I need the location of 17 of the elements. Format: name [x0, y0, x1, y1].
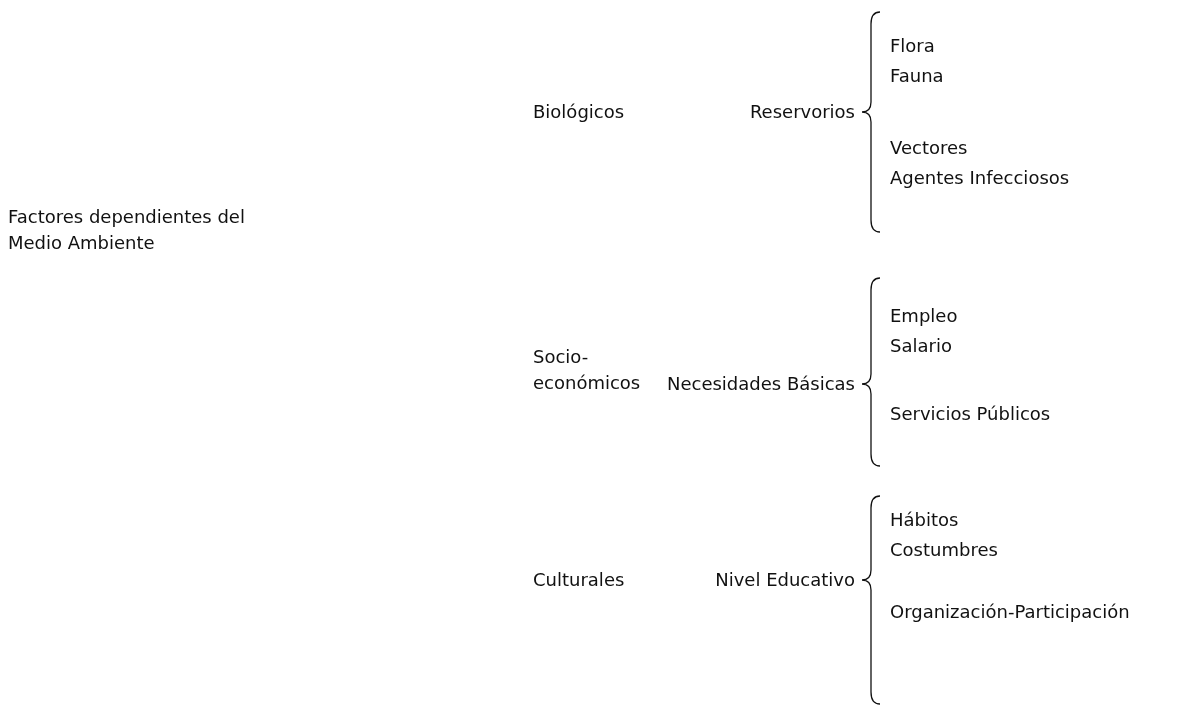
item-text: Fauna [890, 64, 944, 88]
item-text: Hábitos [890, 508, 959, 532]
item-text: Servicios Públicos [890, 402, 1051, 426]
category-text: Biológicos [533, 100, 625, 124]
subcategory-text: Necesidades Básicas [667, 372, 855, 396]
main-heading-text: Factores dependientes del Medio Ambiente [8, 205, 246, 255]
category-text: Culturales [533, 568, 625, 592]
item-text: Vectores [890, 136, 968, 160]
item-text: Empleo [890, 304, 958, 328]
subcategory-text: Reservorios [749, 100, 855, 124]
item-text: Organización-Participación [890, 600, 1130, 624]
item-text: Flora [890, 34, 935, 58]
item-text: Salario [890, 334, 952, 358]
item-text: Agentes Infecciosos [890, 166, 1070, 190]
item-text: Costumbres [890, 538, 998, 562]
category-text: Socio-económicos [533, 345, 642, 395]
subcategory-text: Nivel Educativo [715, 568, 855, 592]
